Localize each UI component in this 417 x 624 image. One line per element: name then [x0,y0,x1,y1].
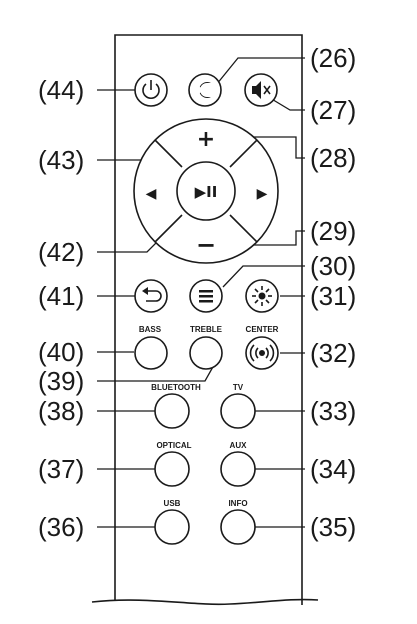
volume-up-button[interactable]: + [197,127,215,152]
callout-27: (27) [310,95,356,125]
callout-33: (33) [310,396,356,426]
right-arrow-icon: ▶ [257,186,268,202]
menu-icon [199,290,213,303]
play-pause-button[interactable]: ▶II [176,161,236,221]
callout-40: (40) [38,337,84,367]
center-label: CENTER [246,325,279,334]
left-arrow-icon: ◀ [146,186,157,202]
callout-30: (30) [310,251,356,281]
callout-28: (28) [310,143,356,173]
remote-cut-edge [91,598,319,606]
callout-35: (35) [310,512,356,542]
callout-26: (26) [310,43,356,73]
menu-button[interactable] [189,279,223,313]
remote-body-outline [114,34,303,605]
tv-label: TV [233,383,244,392]
callout-32: (32) [310,338,356,368]
plus-icon: + [197,127,215,152]
mute-icon [252,81,271,99]
bass-label: BASS [139,325,162,334]
callout-38: (38) [38,396,84,426]
power-icon [142,80,160,99]
brightness-button[interactable] [245,279,279,313]
callout-41: (41) [38,281,84,311]
aux-label: AUX [230,441,248,450]
optical-button[interactable] [154,451,190,487]
treble-label: TREBLE [190,325,223,334]
power-button[interactable] [134,73,168,107]
optical-label: OPTICAL [156,441,191,450]
mute-button[interactable] [244,73,278,107]
treble-button[interactable] [189,336,223,370]
callout-29: (29) [310,216,356,246]
callout-44: (44) [38,75,84,105]
play-pause-icon: ▶II [195,183,218,201]
brightness-icon [252,286,272,306]
usb-label: USB [164,499,181,508]
callout-34: (34) [310,454,356,484]
callout-39: (39) [38,366,84,396]
callout-31: (31) [310,281,356,311]
previous-button[interactable]: ◀ [146,186,157,202]
bass-button[interactable] [134,336,168,370]
input-source-button[interactable] [188,73,222,107]
bluetooth-button[interactable] [154,393,190,429]
center-button[interactable] [245,336,279,370]
aux-button[interactable] [220,451,256,487]
back-icon [142,287,162,302]
next-button[interactable]: ▶ [257,186,268,202]
usb-button[interactable] [154,509,190,545]
back-button[interactable] [134,279,168,313]
callout-36: (36) [38,512,84,542]
callout-43: (43) [38,145,84,175]
info-button[interactable] [220,509,256,545]
callout-42: (42) [38,237,84,267]
bluetooth-label: BLUETOOTH [151,383,201,392]
info-label: INFO [228,499,247,508]
callout-37: (37) [38,454,84,484]
tv-button[interactable] [220,393,256,429]
volume-down-button[interactable]: − [196,231,216,259]
surround-sound-icon [249,344,275,362]
minus-icon: − [196,231,216,259]
input-source-icon [198,81,211,98]
